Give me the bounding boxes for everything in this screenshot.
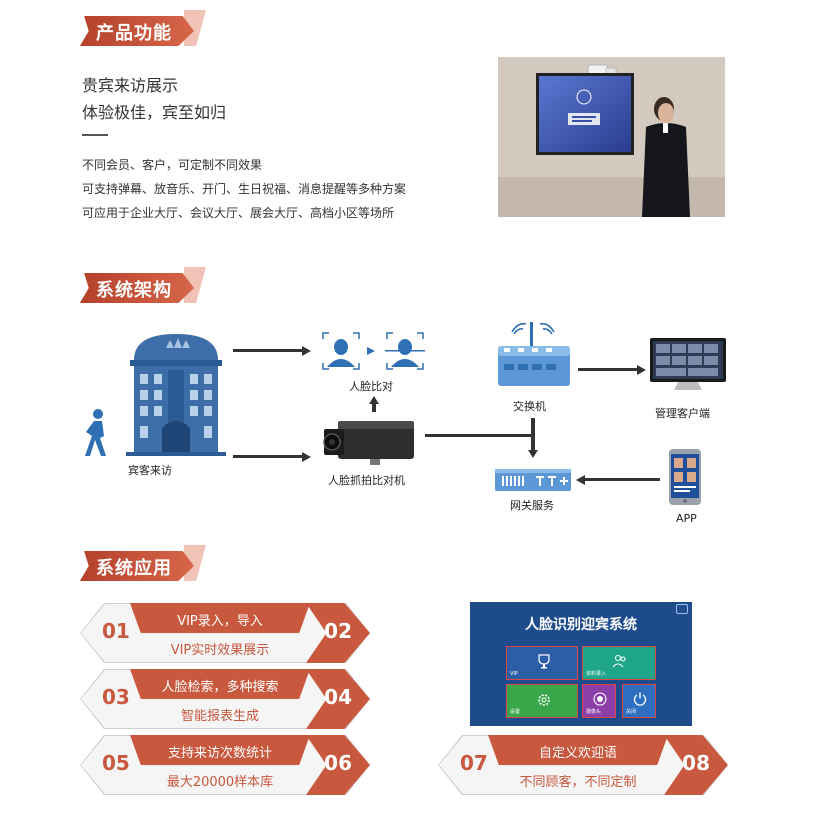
feature-number-right: 08 [682,751,710,775]
tile-data-entry[interactable]: 资料录入 [582,646,656,680]
gateway-icon [495,469,571,491]
feature-number-left: 05 [102,751,130,775]
flow-arrow [233,455,303,458]
feature-card-3: 05 06 支持来访次数统计 最大20000样本库 [80,735,370,795]
camera-lens-icon [593,692,607,706]
flow-arrow [578,368,638,371]
headline-1: 贵宾来访展示 [82,76,179,95]
switch-label: 交换机 [513,400,546,413]
camera-icon [323,421,414,465]
camera-label: 人脸抓拍比对机 [328,474,405,487]
section-title: 系统应用 [96,558,172,579]
tile-vip[interactable]: VIP [506,646,578,680]
back-icon[interactable] [676,604,688,614]
feature-line-1: 不同会员、客户，可定制不同效果 [82,158,263,172]
feature-card-2: 03 04 人脸检索，多种搜索 智能报表生成 [80,669,370,729]
section-header-product: 产品功能 [82,10,212,46]
feature-subtitle: 最大20000样本库 [166,775,274,790]
tile-close[interactable]: 关闭 [622,684,656,718]
gear-icon [538,694,550,706]
welcome-system-screen: 人脸识别迎宾系统 VIP 资料录入 设置 摄像头 [470,602,692,726]
section-header-application: 系统应用 [82,545,212,581]
feature-line-2: 可支持弹幕、放音乐、开门、生日祝福、消息提醒等多种方案 [82,182,407,196]
feature-title: VIP录入，导入 [177,614,263,629]
feature-subtitle: 智能报表生成 [180,709,259,724]
trophy-icon [538,654,550,669]
users-icon [612,654,626,668]
section-title: 产品功能 [96,23,172,44]
feature-number-left: 03 [102,685,130,709]
feature-title: 人脸检索，多种搜索 [161,680,279,695]
client-label: 管理客户端 [655,407,710,420]
lobby-photo-illustration [498,57,725,217]
flow-arrow [233,349,303,352]
face-compare-icon [322,332,425,370]
section-header-architecture: 系统架构 [82,267,212,303]
feature-subtitle: VIP实时效果展示 [170,643,270,658]
app-label: APP [676,512,697,525]
feature-number-left: 01 [102,619,130,643]
tile-camera[interactable]: 摄像头 [582,684,616,718]
section-title: 系统架构 [96,280,172,301]
feature-number-right: 06 [324,751,352,775]
power-icon [633,692,647,706]
monitor-icon [650,338,726,390]
phone-icon [669,449,701,505]
feature-title: 支持来访次数统计 [167,746,272,761]
tile-settings[interactable]: 设置 [506,684,578,718]
face-compare-label: 人脸比对 [349,380,393,393]
flow-arrow [584,478,660,481]
feature-number-right: 04 [324,685,352,709]
headline-2: 体验极佳，宾至如归 [82,103,227,122]
divider [82,134,108,136]
feature-card-1: 01 02 VIP录入，导入 VIP实时效果展示 [80,603,370,663]
building-icon [126,334,226,456]
feature-number-right: 02 [324,619,352,643]
feature-number-left: 07 [460,751,488,775]
feature-subtitle: 不同顾客，不同定制 [519,775,637,790]
switch-icon [498,322,570,386]
visitor-icon [85,409,106,456]
lobby-photo [498,57,725,217]
feature-line-3: 可应用于企业大厅、会议大厅、展会大厅、高档小区等场所 [82,206,395,220]
gateway-label: 网关服务 [510,499,554,512]
visitor-label: 宾客来访 [128,464,172,477]
feature-card-4: 07 08 自定义欢迎语 不同顾客，不同定制 [438,735,728,795]
screen-title: 人脸识别迎宾系统 [525,617,637,633]
feature-title: 自定义欢迎语 [538,746,617,761]
